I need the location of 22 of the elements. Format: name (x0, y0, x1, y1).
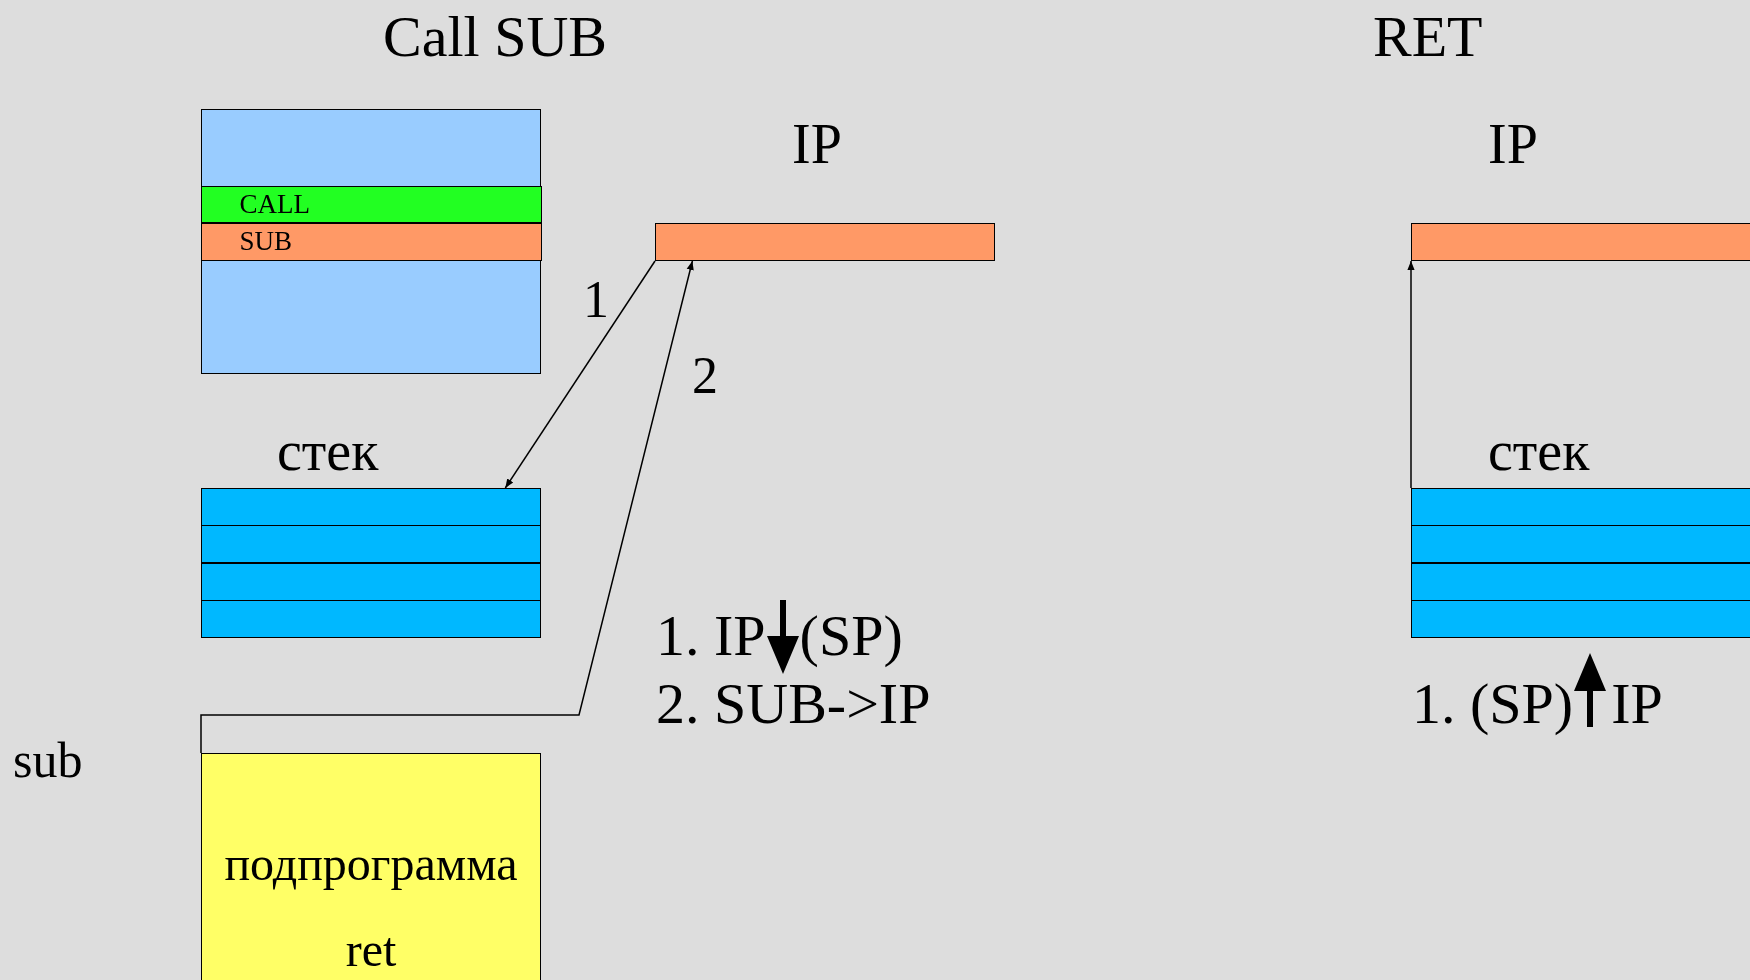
arrow (1407, 260, 1415, 489)
subroutine-name: sub (13, 735, 83, 785)
step-text: IP (1611, 675, 1663, 733)
step-text: (SP) (799, 607, 903, 665)
register-label: IP (1488, 116, 1538, 172)
return-instruction: ret (344, 926, 398, 974)
register-label: IP (792, 116, 842, 172)
arrow (200, 260, 694, 754)
heading-text: RET (1373, 8, 1483, 66)
step-text: 2. SUB->IP (656, 675, 931, 733)
instruction-row: SUB (200, 223, 542, 261)
stack-label: стек (1488, 423, 1590, 479)
edge-label: 2 (692, 350, 718, 402)
heading-text: Call SUB (383, 8, 607, 66)
arrow (504, 260, 656, 489)
subroutine-text: подпрограмма (223, 840, 519, 888)
instruction-row: CALL (200, 186, 542, 223)
memory-block (201, 109, 541, 374)
edge-label: 1 (583, 274, 609, 326)
stack-label: стек (277, 423, 379, 479)
step-text: 1. (SP) (1412, 675, 1574, 733)
step-text: 1. IP (656, 607, 766, 665)
